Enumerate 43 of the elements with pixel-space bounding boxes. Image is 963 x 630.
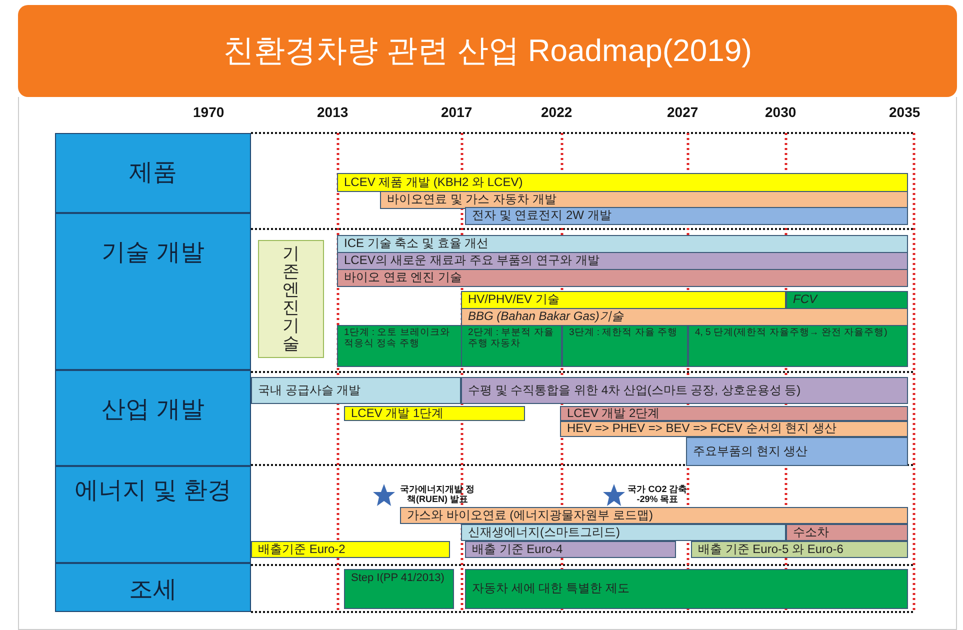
- row-header: 기술 개발: [55, 213, 251, 370]
- row-header: 조세: [55, 563, 251, 612]
- timeline-bar: 가스와 바이오연료 (에너지광물자원부 로드맵): [400, 507, 908, 524]
- timeline-bar: HEV => PHEV => BEV => FCEV 순서의 현지 생산: [560, 421, 908, 437]
- timeline-bar: 바이오연료 및 가스 자동차 개발: [380, 191, 908, 209]
- timeline-bar: FCV: [786, 291, 908, 309]
- timeline-bar: 자동차 세에 대한 특별한 제도: [465, 569, 908, 609]
- row-header: 제품: [55, 133, 251, 213]
- timeline-bar: 배출기준 Euro-2: [251, 541, 450, 558]
- timeline-bar: 신재생에너지(스마트그리드): [461, 524, 786, 541]
- timeline-bar: Step I(PP 41/2013): [344, 569, 454, 609]
- timeline-bar: 3단계 : 제한적 자율 주행: [562, 325, 688, 367]
- timeline-bar: LCEV 제품 개발 (KBH2 와 LCEV): [337, 173, 908, 192]
- timeline-bar: BBG (Bahan Bakar Gas)기술: [461, 308, 908, 326]
- timeline-bar: 수소차: [786, 524, 908, 541]
- timeline-bar: LCEV의 새로운 재료과 주요 부품의 연구와 개발: [337, 252, 908, 270]
- timeline-bar: 수평 및 수직통합을 위한 4차 산업(스마트 공장, 상호운용성 등): [461, 377, 908, 404]
- timeline-bar: 전자 및 연료전지 2W 개발: [465, 207, 908, 225]
- year-label: 2030: [765, 104, 796, 120]
- year-label: 2013: [317, 104, 348, 120]
- year-label: 2035: [889, 104, 920, 120]
- milestone-note: 국가 CO2 감축 -29% 목표: [626, 484, 688, 505]
- row-header: 에너지 및 환경: [55, 466, 251, 563]
- timeline-bar: 바이오 연료 엔진 기술: [337, 269, 908, 287]
- category-box: 기존 엔진 기술: [258, 240, 324, 358]
- timeline-bar: 주요부품의 현지 생산: [686, 437, 908, 466]
- timeline-bar: LCEV 개발 2단계: [560, 406, 908, 421]
- year-label: 1970: [193, 104, 224, 120]
- milestone-note: 국가에너지개발 정책(RUEN) 발표: [400, 484, 475, 505]
- timeline-bar: 배출 기준 Euro-5 와 Euro-6: [691, 541, 908, 558]
- timeline-bar: 4, 5 단계(제한적 자율주행→ 완전 자율주행): [688, 325, 908, 367]
- row-header: 산업 개발: [55, 370, 251, 466]
- timeline-bar: HV/PHV/EV 기술: [461, 291, 786, 309]
- year-label: 2027: [667, 104, 698, 120]
- timeline-bar: 1단계 : 오토 브레이크와 적응식 정속 주행: [337, 325, 462, 367]
- timeline-bar: 국내 공급사슬 개발: [251, 377, 461, 404]
- timeline-bar: 2단계 : 부분적 자율주행 자동차: [461, 325, 562, 367]
- title-banner: 친환경차량 관련 산업 Roadmap(2019): [18, 5, 957, 97]
- timeline-bar: LCEV 개발 1단계: [344, 406, 525, 421]
- timeline-bar: ICE 기술 축소 및 효율 개선: [337, 235, 908, 253]
- year-label: 2017: [441, 104, 472, 120]
- year-label: 2022: [541, 104, 572, 120]
- timeline-bar: 배출 기준 Euro-4: [465, 541, 676, 558]
